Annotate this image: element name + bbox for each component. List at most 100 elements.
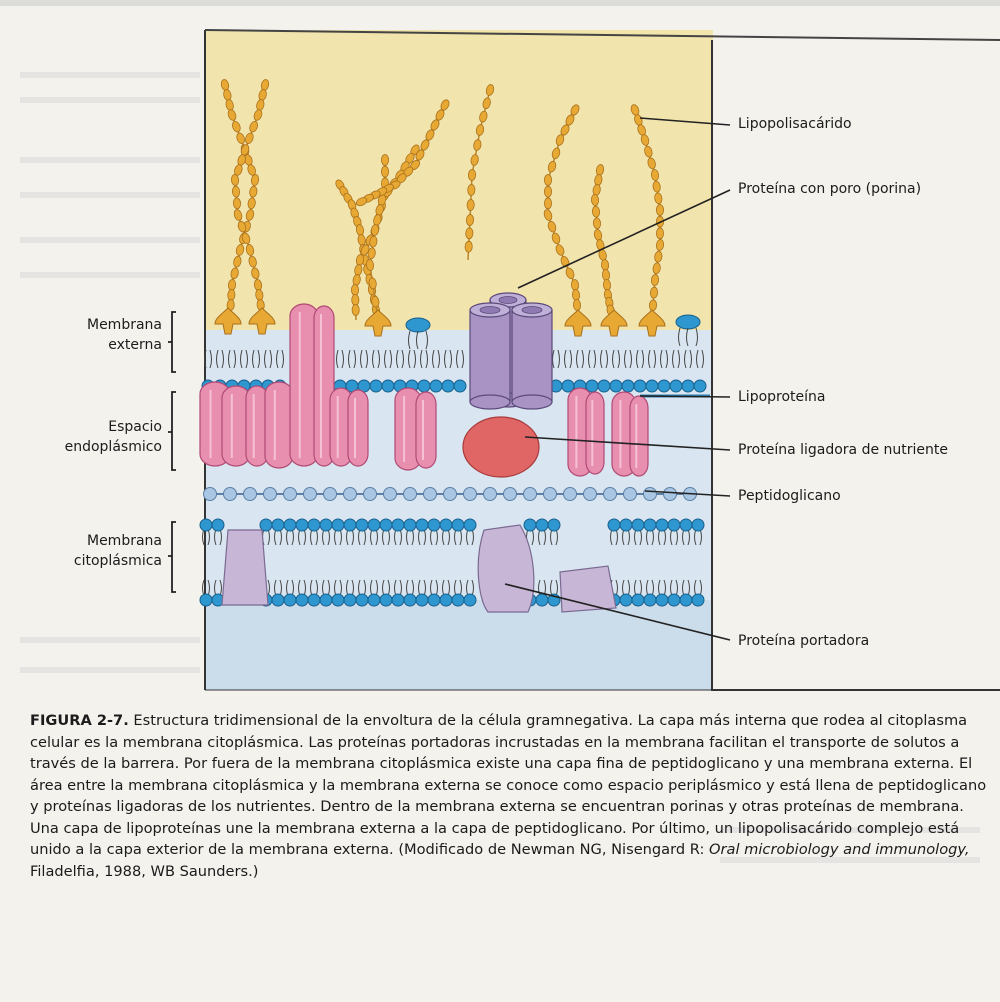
lipid-head	[416, 594, 428, 606]
lipid-head	[622, 380, 634, 392]
lps-sugar-bead	[465, 241, 473, 252]
lipid-head	[632, 519, 644, 531]
lipid-head	[440, 594, 452, 606]
lipid-head	[296, 519, 308, 531]
lps-sugar-bead	[656, 205, 663, 216]
label-peptidoglicano: Peptidoglicano	[738, 487, 841, 505]
lipid-head	[212, 519, 224, 531]
lipid-head	[536, 594, 548, 606]
outer-membrane-protein	[265, 382, 293, 468]
label-porina: Proteína con poro (porina)	[738, 180, 921, 198]
label-proteina-portadora: Proteína portadora	[738, 632, 869, 650]
lipid-head	[632, 594, 644, 606]
peptidoglycan-unit	[384, 488, 397, 501]
peptidoglycan-unit	[344, 488, 357, 501]
lipid-head	[370, 380, 382, 392]
porin-pore	[522, 307, 542, 314]
lps-sugar-bead	[467, 199, 475, 210]
lipid-head	[332, 594, 344, 606]
peptidoglycan-unit	[324, 488, 337, 501]
lps-sugar-bead	[465, 228, 473, 239]
lipid-head	[430, 380, 442, 392]
lipid-head	[428, 594, 440, 606]
figure-caption: FIGURA 2-7. Estructura tridimensional de…	[30, 710, 990, 882]
outer-membrane-protein	[416, 392, 436, 468]
lipid-head	[272, 594, 284, 606]
lps-sugar-bead	[656, 228, 663, 239]
lipid-head	[344, 519, 356, 531]
peptidoglycan-unit	[504, 488, 517, 501]
lipid-head	[598, 380, 610, 392]
lipid-head	[644, 594, 656, 606]
cytoplasm-region	[205, 600, 713, 690]
lipid-head	[442, 380, 454, 392]
membrane-protein-small	[222, 530, 268, 605]
lipid-head	[620, 594, 632, 606]
lipid-head	[610, 380, 622, 392]
outer-membrane-protein	[586, 392, 604, 474]
peptidoglycan-unit	[424, 488, 437, 501]
peptidoglycan-unit	[624, 488, 637, 501]
peptidoglycan-unit	[644, 488, 657, 501]
lipid-head	[380, 519, 392, 531]
lps-sugar-bead	[227, 289, 235, 300]
lipid-head	[668, 519, 680, 531]
lps-sugar-bead	[544, 198, 551, 209]
lipid-head	[656, 594, 668, 606]
peptidoglycan-unit	[604, 488, 617, 501]
lipid-head	[548, 519, 560, 531]
peptidoglycan-unit	[484, 488, 497, 501]
lps-region	[205, 30, 713, 330]
lps-sugar-bead	[466, 214, 474, 225]
lps-sugar-bead	[352, 304, 360, 315]
lipid-head	[200, 594, 212, 606]
lipid-head	[634, 380, 646, 392]
lipid-head	[682, 380, 694, 392]
peptidoglycan-unit	[564, 488, 577, 501]
lipid-head	[260, 519, 272, 531]
lipid-head	[382, 380, 394, 392]
label-proteina-ligadora: Proteína ligadora de nutriente	[738, 441, 948, 459]
lipid-head	[454, 380, 466, 392]
lipid-head	[680, 594, 692, 606]
lipid-head	[464, 519, 476, 531]
caption-text-2: Filadelfia, 1988, WB Saunders.)	[30, 863, 258, 880]
peptidoglycan-unit	[444, 488, 457, 501]
label-membrana-cito-2: citoplásmica	[40, 552, 162, 570]
label-membrana-externa-1: Membrana	[40, 316, 162, 334]
lipid-head	[694, 380, 706, 392]
lipid-head	[320, 519, 332, 531]
lipid-head-outer	[676, 315, 700, 329]
peptidoglycan-unit	[264, 488, 277, 501]
lipid-head	[668, 594, 680, 606]
lipid-head	[368, 594, 380, 606]
lps-sugar-bead	[381, 166, 388, 177]
lipid-head	[356, 594, 368, 606]
lipid-head	[440, 519, 452, 531]
lps-sugar-bead	[352, 294, 360, 305]
outer-membrane-protein	[348, 390, 368, 466]
lps-sugar-bead	[228, 279, 236, 290]
peptidoglycan-unit	[664, 488, 677, 501]
lipid-head	[670, 380, 682, 392]
lipid-head	[380, 594, 392, 606]
lipid-head	[692, 519, 704, 531]
lipid-head	[524, 519, 536, 531]
peptidoglycan-unit	[224, 488, 237, 501]
peptidoglycan-unit	[404, 488, 417, 501]
left-brackets	[168, 312, 176, 592]
label-lipoproteina: Lipoproteína	[738, 388, 826, 406]
lps-sugar-bead	[381, 155, 388, 166]
lipid-head	[452, 519, 464, 531]
lipid-head	[200, 519, 212, 531]
lipid-head	[644, 519, 656, 531]
caption-number: FIGURA 2-7.	[30, 712, 129, 729]
nutrient-binding-protein	[463, 417, 539, 477]
lipid-head	[356, 519, 368, 531]
lipid-head	[344, 594, 356, 606]
peptidoglycan-unit	[204, 488, 217, 501]
lipid-head	[368, 519, 380, 531]
lipid-head	[392, 594, 404, 606]
peptidoglycan-unit	[364, 488, 377, 501]
lipid-head	[464, 594, 476, 606]
